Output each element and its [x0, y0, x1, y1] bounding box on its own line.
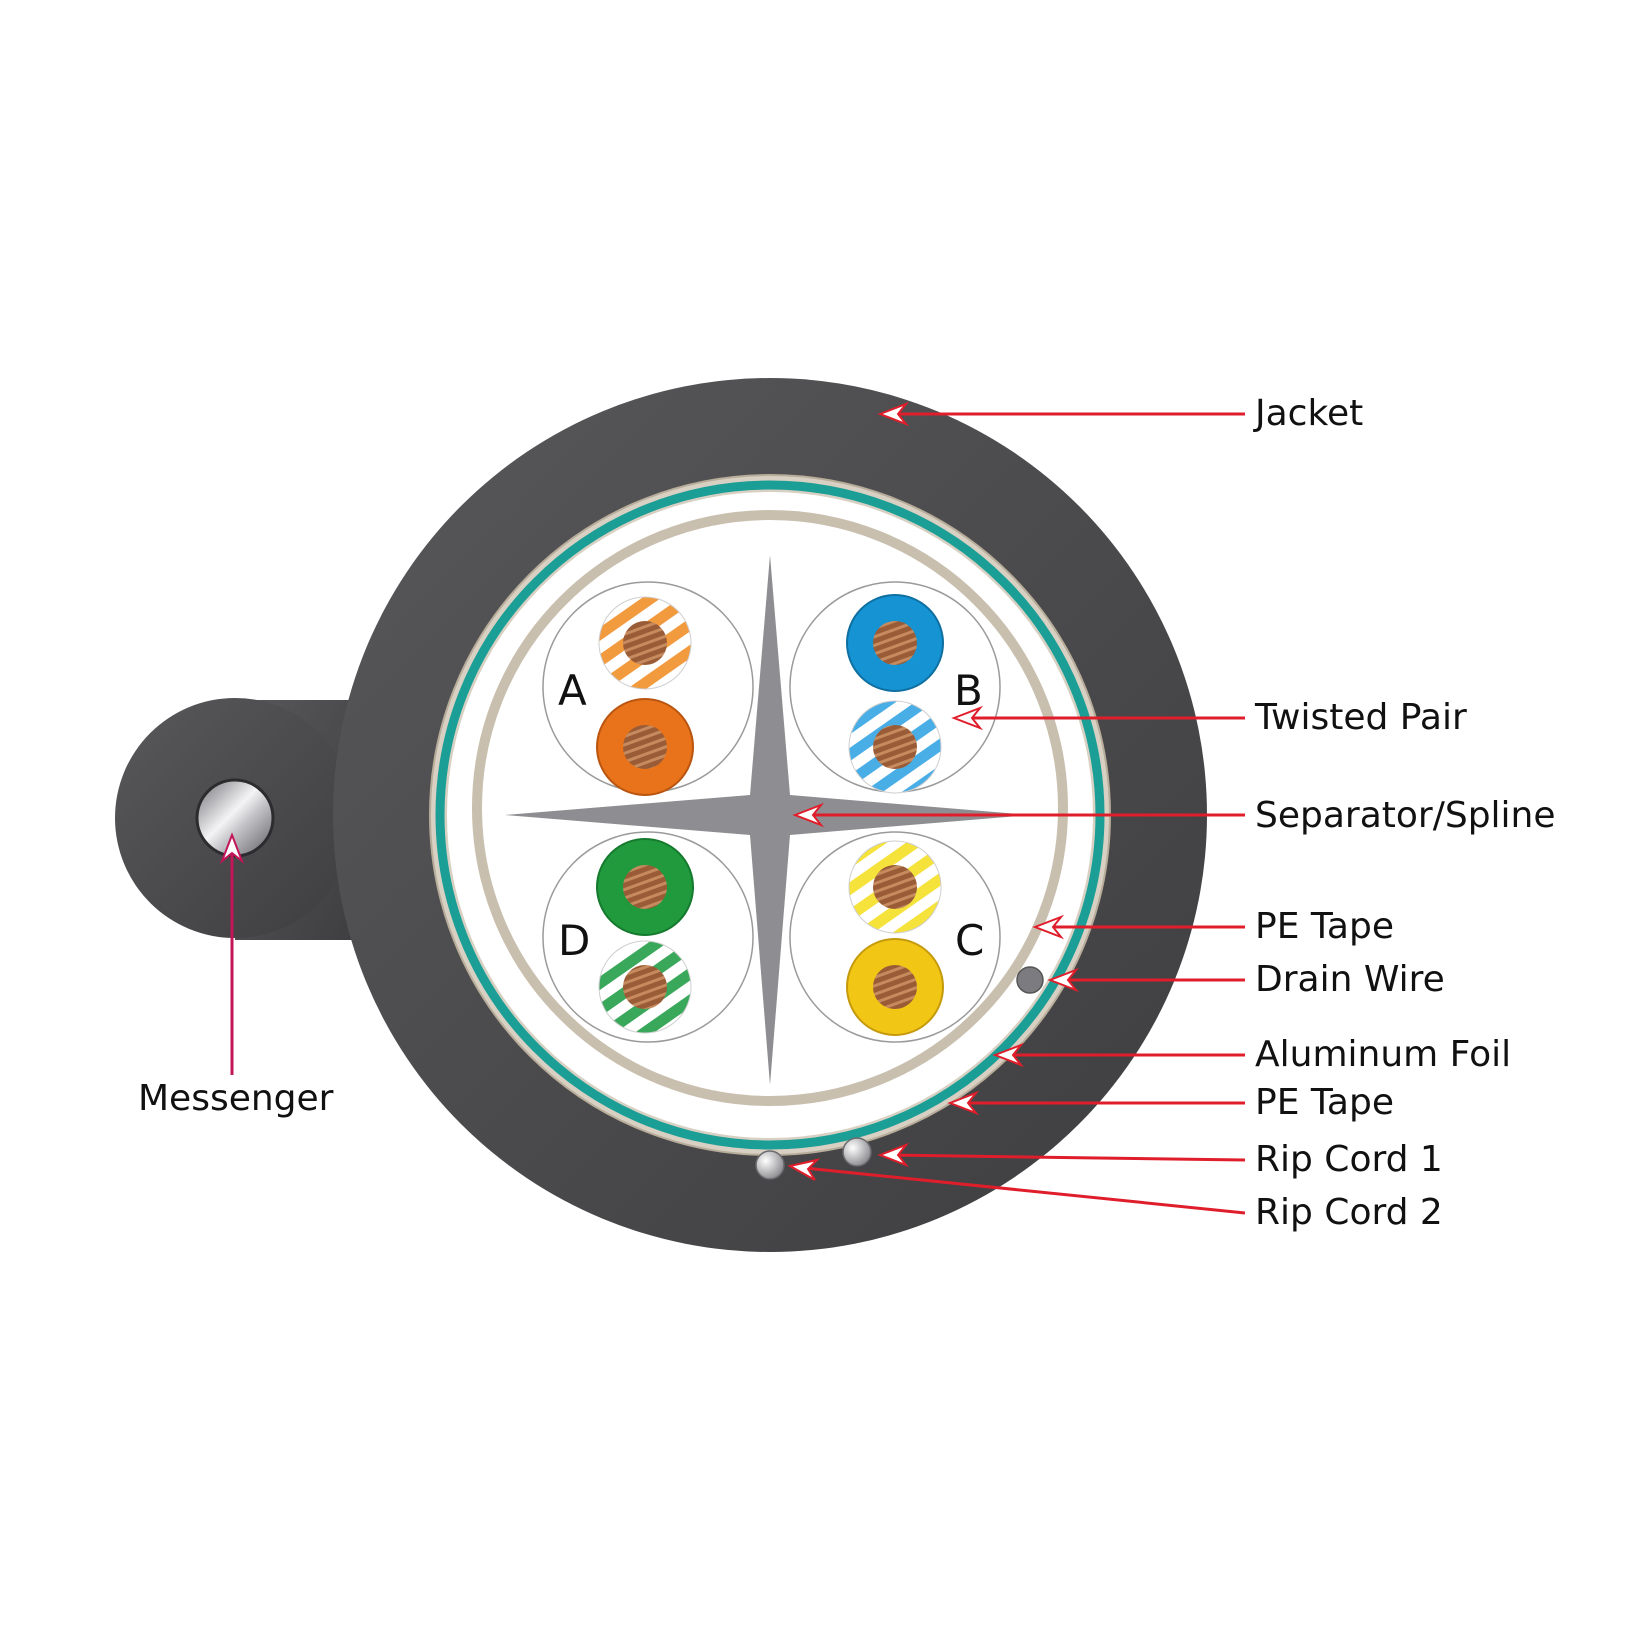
label-pe-tape-outer: PE Tape: [1255, 1082, 1394, 1123]
label-messenger: Messenger: [138, 1078, 334, 1119]
arrowhead-aluminum-foil: [992, 1042, 1025, 1068]
leader-rip-cord-1: [884, 1153, 1246, 1162]
arrowhead-drain-wire: [1047, 967, 1080, 993]
pair-d-boundary: [542, 831, 754, 1043]
arrowhead-rip-cord-2: [787, 1158, 821, 1181]
arrowhead-pe-tape-outer: [947, 1090, 980, 1116]
rip-cord-2: [755, 1150, 785, 1180]
pair-a-copper-core: [623, 621, 667, 665]
pair-b-copper-core: [873, 725, 917, 769]
label-jacket: Jacket: [1253, 393, 1363, 434]
pair-letter-b: B: [954, 666, 983, 715]
arrowhead-jacket: [877, 401, 910, 427]
label-separator-spline: Separator/Spline: [1255, 795, 1556, 836]
label-twisted-pair: Twisted Pair: [1254, 697, 1467, 738]
arrowhead-messenger: [219, 832, 245, 865]
leader-lines: [219, 401, 1246, 1215]
arrowhead-twisted-pair: [951, 705, 984, 731]
pair-d: D: [558, 838, 694, 1034]
pair-c: C: [846, 840, 984, 1036]
pair-c-boundary: [789, 831, 1001, 1043]
pair-b: B: [846, 594, 983, 794]
label-drain-wire: Drain Wire: [1255, 959, 1445, 1000]
messenger-housing: [115, 698, 360, 940]
arrowhead-pe-tape-inner: [1032, 914, 1065, 940]
pair-letter-a: A: [558, 666, 587, 715]
arrowhead-rip-cord-1: [877, 1142, 910, 1168]
pair-letter-c: C: [955, 916, 984, 965]
separator-spline: [505, 555, 1030, 1085]
leader-rip-cord-2: [794, 1165, 1246, 1215]
pair-a-copper-core: [623, 725, 667, 769]
arrowhead-separator: [792, 802, 825, 828]
pair-d-copper-core: [623, 865, 667, 909]
pair-b-copper-core: [873, 621, 917, 665]
label-rip-cord-2: Rip Cord 2: [1255, 1192, 1443, 1233]
pair-d-copper-core: [623, 965, 667, 1009]
drain-wire: [1016, 966, 1044, 994]
label-rip-cord-1: Rip Cord 1: [1255, 1139, 1443, 1180]
pair-letter-d: D: [558, 916, 590, 965]
rip-cord-1: [842, 1137, 872, 1167]
inner-pe-tape: [472, 510, 1068, 1106]
pair-a: A: [558, 596, 694, 796]
pair-c-copper-core: [873, 865, 917, 909]
label-pe-tape-inner: PE Tape: [1255, 906, 1394, 947]
label-aluminum-foil: Aluminum Foil: [1255, 1034, 1511, 1075]
pair-c-copper-core: [873, 965, 917, 1009]
